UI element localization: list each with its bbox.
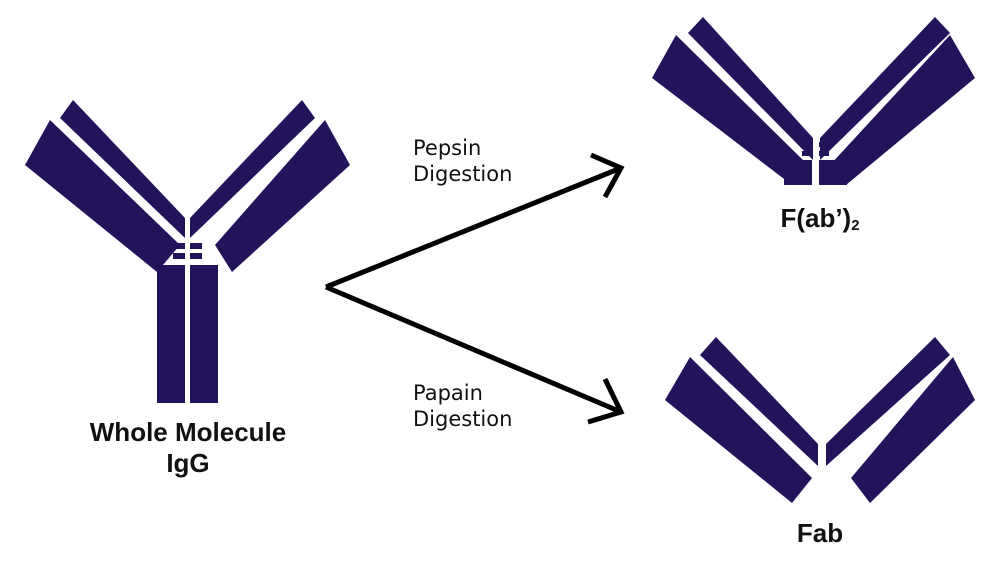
fab2-left-outer-arm (652, 35, 808, 185)
digestion-arrows (325, 152, 625, 425)
igg-left-heavy-stem (157, 265, 185, 403)
fab-right-outer-arm (851, 357, 975, 503)
whole-molecule-line1: Whole Molecule (89, 417, 287, 447)
igg-hinge-upper-left (173, 243, 185, 249)
pepsin-arrowhead (590, 152, 625, 199)
fab2-hinge-lower-left (802, 151, 812, 156)
whole-molecule-label: Whole Molecule IgG (68, 417, 308, 479)
papain-arrow-shaft (325, 284, 622, 415)
pepsin-line1: Pepsin (413, 136, 482, 160)
fab2-hinge-lower-right (819, 151, 829, 156)
papain-digestion-label: Papain Digestion (413, 380, 512, 432)
fab2-right-outer-arm (830, 35, 975, 185)
fab2-label-subscript: 2 (851, 217, 860, 234)
fab-label: Fab (770, 518, 870, 549)
igg-left-inner-arm (60, 100, 185, 238)
fab2-right-stub (819, 160, 847, 185)
papain-line1: Papain (413, 381, 483, 405)
fab2-hinge-upper-left (802, 142, 812, 147)
igg-right-inner-arm (190, 100, 315, 238)
fab-right-inner-arm (826, 337, 950, 466)
fab-label-text: Fab (796, 518, 844, 548)
pepsin-digestion-label: Pepsin Digestion (413, 135, 512, 187)
pepsin-line2: Digestion (413, 162, 513, 186)
igg-hinge-lower-right (190, 253, 202, 259)
pepsin-arrow-shaft (325, 165, 622, 290)
fab2-label-main: F(ab’) (780, 203, 852, 233)
papain-line2: Digestion (413, 407, 513, 431)
igg-left-outer-arm (25, 120, 180, 272)
igg-right-heavy-stem (190, 265, 218, 403)
fab-left-inner-arm (700, 337, 818, 466)
fab-left-fragment (665, 337, 818, 503)
fab2-left-stub (784, 160, 812, 185)
igg-hinge-upper-right (190, 243, 202, 249)
whole-molecule-line2: IgG (166, 448, 210, 478)
fab-right-fragment (826, 337, 975, 503)
fab-left-outer-arm (665, 357, 812, 503)
fab2-hinge-upper-right (819, 142, 829, 147)
igg-hinge-lower-left (173, 253, 185, 259)
papain-arrowhead (587, 377, 625, 425)
igg-right-outer-arm (215, 120, 350, 272)
fab2-label: F(ab’)2 (740, 203, 900, 241)
fab2-right-inner-arm (820, 17, 950, 160)
fab2-left-inner-arm (688, 17, 813, 160)
fab2-fragment (652, 17, 975, 185)
whole-igg-molecule (25, 100, 350, 403)
